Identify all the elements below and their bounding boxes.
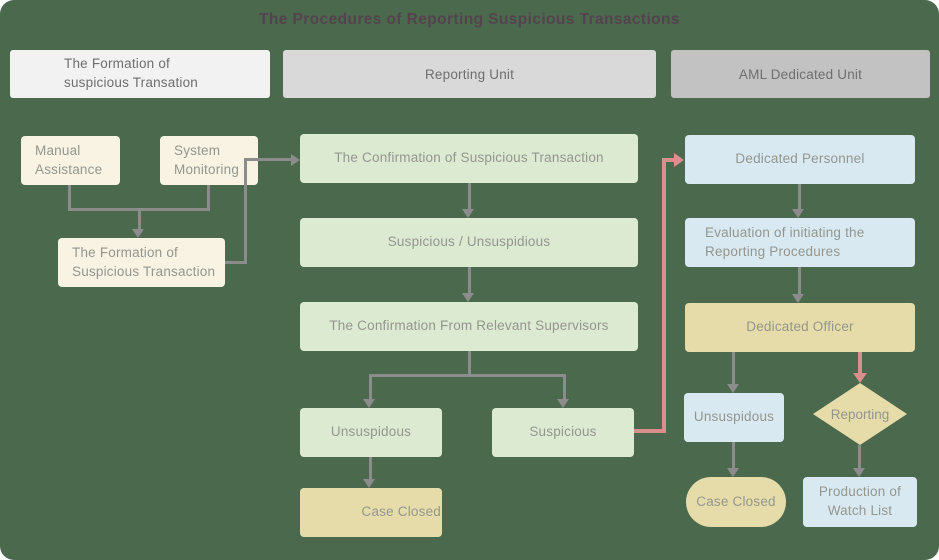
arrowhead-to-formation [132, 229, 144, 238]
arrowhead-to-reporting-diamond [853, 373, 867, 383]
arrowhead-to-evaluation [792, 209, 804, 218]
node-system-monitoring: System Monitoring [160, 136, 258, 185]
arrowhead-to-dedicated-personnel [674, 153, 684, 167]
connector-unsuspidous-right-down [732, 442, 735, 468]
arrowhead-to-case-closed-right [727, 468, 739, 477]
node-evaluation-reporting-procedures: Evaluation of initiating the Reporting P… [685, 218, 915, 267]
node-suspicious-mid: Suspicious [492, 408, 634, 457]
node-dedicated-officer: Dedicated Officer [685, 303, 915, 352]
column-header-reporting-unit: Reporting Unit [283, 50, 656, 98]
arrowhead-to-unsuspidous-right [727, 384, 739, 393]
connector-supervisors-down [468, 351, 471, 377]
connector-branch-horizontal [369, 374, 566, 377]
column-header-formation: The Formation of suspicious Transation [10, 50, 270, 98]
connector-evaluation-down [798, 267, 801, 294]
connector-system-down [207, 185, 210, 211]
node-unsuspidous-mid: Unsuspidous [300, 408, 442, 457]
connector-pink-up [662, 158, 666, 433]
node-reporting-decision: Reporting [813, 383, 907, 445]
connector-suspicious-unsuspidious-down [468, 267, 471, 293]
node-production-watch-list: Production of Watch List [803, 477, 917, 527]
arrowhead-to-suspicious-unsuspidious [462, 209, 474, 218]
connector-officer-left-down [732, 352, 735, 384]
connector-manual-down [68, 185, 71, 211]
connector-pink-to-personnel [662, 158, 674, 162]
connector-branch-right-down [563, 374, 566, 399]
connector-unsuspidous-down [369, 457, 372, 479]
arrowhead-to-dedicated-officer [792, 294, 804, 303]
arrowhead-to-supervisors [462, 293, 474, 302]
connector-personnel-down [798, 184, 801, 209]
connector-confirmation-down [468, 183, 471, 209]
connector-join-down [138, 208, 141, 229]
node-confirmation-suspicious-transaction: The Confirmation of Suspicious Transacti… [300, 134, 638, 183]
arrowhead-to-case-closed-mid [363, 479, 375, 488]
connector-suspicious-right-pink [634, 429, 666, 433]
connector-officer-right-down-pink [858, 352, 862, 373]
node-formation-suspicious-transaction: The Formation of Suspicious Transaction [58, 238, 225, 287]
column-header-aml-unit: AML Dedicated Unit [671, 50, 930, 98]
node-manual-assistance: Manual Assistance [21, 136, 120, 185]
arrowhead-to-suspicious-mid [557, 399, 569, 408]
connector-formation-right [225, 261, 247, 264]
connector-branch-left-down [369, 374, 372, 399]
node-case-closed-right: Case Closed [686, 477, 786, 527]
arrowhead-to-confirmation [291, 154, 300, 166]
connector-diamond-down [858, 445, 861, 468]
column-header-formation-label: The Formation of suspicious Transation [64, 56, 199, 90]
node-suspicious-unsuspidious: Suspicious / Unsuspidious [300, 218, 638, 267]
connector-formation-up [244, 158, 247, 264]
page-title: The Procedures of Reporting Suspicious T… [259, 11, 680, 28]
arrowhead-to-watch-list [853, 468, 865, 477]
node-dedicated-personnel: Dedicated Personnel [685, 135, 915, 184]
connector-formation-to-confirmation [244, 158, 291, 161]
node-confirmation-supervisors: The Confirmation From Relevant Superviso… [300, 302, 638, 351]
node-unsuspidous-right: Unsuspidous [684, 393, 784, 442]
arrowhead-to-unsuspidous-mid [363, 399, 375, 408]
node-case-closed-mid: Case Closed [300, 488, 442, 537]
